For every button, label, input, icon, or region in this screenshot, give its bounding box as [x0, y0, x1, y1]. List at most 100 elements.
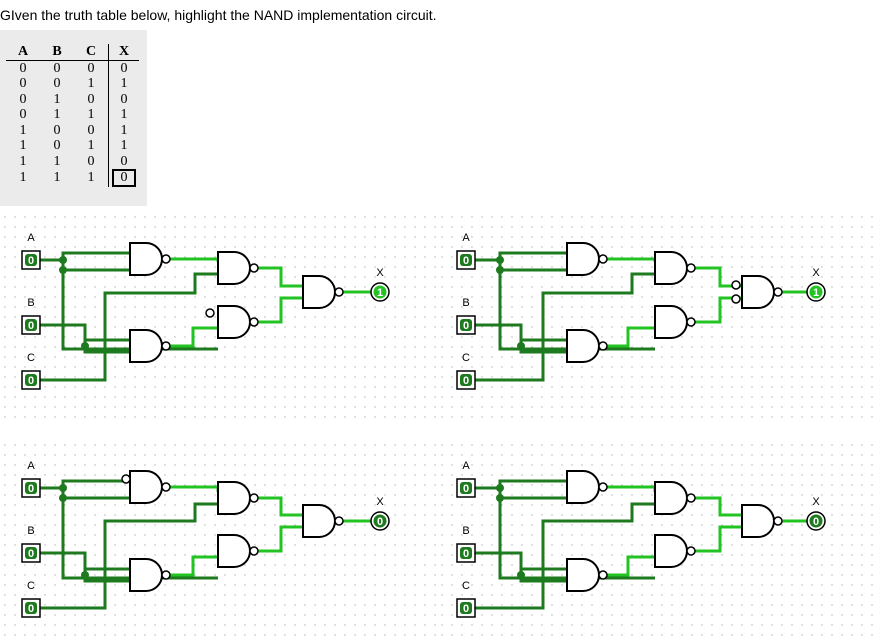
cell-value: 0	[87, 91, 95, 107]
cell-value: 0	[19, 60, 27, 76]
output-x-led	[373, 285, 387, 299]
wire-junction	[517, 342, 525, 350]
output-x-value: 1	[377, 287, 383, 299]
cell-value: 1	[19, 138, 27, 153]
cell-x: 0	[108, 91, 139, 107]
wire-junction	[81, 342, 89, 350]
cell-b: 1	[40, 107, 74, 123]
output-x-led	[809, 285, 823, 299]
wire	[61, 488, 130, 500]
cell-b: 0	[40, 60, 74, 76]
input-b-value: 0	[463, 548, 469, 560]
nand-gate	[566, 242, 600, 276]
wire	[170, 485, 220, 492]
wire	[258, 266, 303, 288]
wire	[40, 272, 218, 382]
output-x-label: X	[376, 267, 384, 279]
input-a-led	[25, 482, 37, 494]
cell-value: 0	[19, 91, 27, 107]
cell-value: 0	[53, 122, 61, 138]
nand-gate	[654, 481, 688, 515]
cell-x: 1	[108, 107, 139, 123]
truth-table-row: 1 1 0 0	[6, 153, 139, 170]
input-c-led	[460, 374, 472, 386]
cell-value: 1	[53, 153, 61, 169]
cell-value: 1	[87, 76, 95, 91]
cell-b: 1	[40, 169, 74, 187]
input-b-led	[25, 547, 37, 559]
cell-value: 1	[120, 138, 128, 153]
nand-output-bubble	[334, 516, 344, 526]
cell-value: 1	[120, 107, 128, 122]
cell-x: 0	[108, 60, 139, 76]
wire	[607, 555, 655, 577]
cell-value: 1	[87, 170, 95, 186]
nand-output-bubble	[161, 341, 171, 351]
wire	[475, 502, 655, 610]
input-c-label: C	[27, 580, 35, 592]
input-c-led	[460, 602, 472, 614]
nand-output-bubble	[161, 254, 171, 264]
wire	[258, 496, 303, 517]
wire	[475, 272, 655, 382]
cell-value: 1	[87, 138, 95, 153]
header-c: C	[74, 44, 109, 61]
nand-gate	[129, 558, 163, 592]
nand-output-bubble	[598, 570, 608, 580]
wire-junction	[59, 494, 67, 502]
header-x: X	[108, 44, 139, 61]
cell-a: 1	[6, 154, 40, 170]
input-c-value: 0	[28, 603, 34, 615]
input-b-led	[460, 319, 472, 331]
cell-value: 0	[53, 76, 61, 91]
wire-junction	[59, 266, 67, 274]
input-a-label: A	[27, 460, 35, 472]
nand-gate	[129, 242, 163, 276]
cell-b: 1	[40, 154, 74, 170]
wire	[695, 525, 742, 553]
cell-x: 1	[108, 138, 139, 154]
cell-x: 1	[108, 122, 139, 138]
cell-b: 1	[40, 92, 74, 108]
nand-output-bubble	[773, 287, 783, 297]
cell-value: 0	[53, 60, 61, 76]
nand-output-bubble	[598, 482, 608, 492]
nand-output-bubble	[598, 254, 608, 264]
nand-gate	[129, 470, 163, 504]
cell-a: 0	[6, 107, 40, 123]
input-b-label: B	[27, 525, 34, 537]
wire	[258, 525, 303, 553]
cell-value: 0	[120, 153, 128, 169]
highlighted-output-cell: 0	[112, 169, 136, 187]
cell-value: 0	[87, 153, 95, 169]
cell-b: 0	[40, 138, 74, 154]
cell-c: 1	[74, 138, 109, 154]
input-b-led	[460, 547, 472, 559]
input-c-label: C	[27, 352, 35, 364]
output-x-value: 1	[813, 287, 819, 299]
cell-value: 1	[120, 122, 128, 138]
nand-output-bubble	[598, 341, 608, 351]
input-a-value: 0	[28, 255, 34, 267]
input-a-label: A	[462, 460, 470, 472]
output-x-led	[373, 514, 387, 528]
nand-output-bubble	[334, 287, 344, 297]
output-x-label: X	[812, 496, 820, 508]
cell-value: 1	[19, 153, 27, 169]
cell-value: 1	[53, 91, 61, 107]
input-inverter-bubble	[205, 308, 215, 318]
input-c-label: C	[462, 352, 470, 364]
input-a-value: 0	[463, 255, 469, 267]
wire	[170, 555, 218, 577]
